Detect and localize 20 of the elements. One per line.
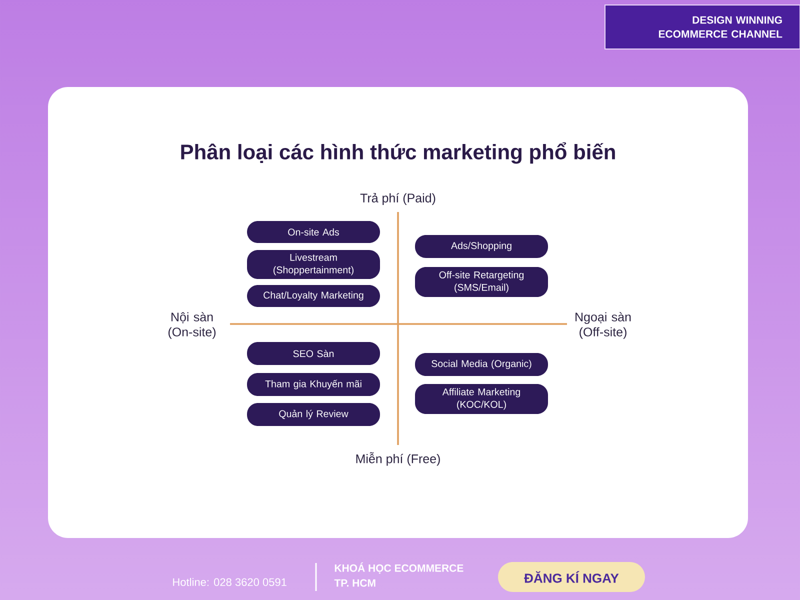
pill-box: Tham gia Khuyến mãi xyxy=(247,373,380,396)
course-text: KHOÁ HỌC ECOMMERCE xyxy=(334,562,464,574)
axis-label: Trả phí (Paid) xyxy=(360,193,436,205)
axis-label: Ngoại sàn (Off-site) xyxy=(576,312,631,339)
pill-box: Chat/Loyalty Marketing xyxy=(247,285,380,307)
pill-box: On-site Ads xyxy=(247,221,380,243)
register-button: ĐĂNG KÍ NGAY xyxy=(498,562,645,592)
course-text: TP. HCM xyxy=(334,579,376,587)
pill-box: Livestream (Shoppertainment) xyxy=(247,250,380,279)
hotline-text: Hotline: 028 3620 0591 xyxy=(173,578,286,586)
banner: DESIGN WINNING ECOMMERCE CHANNEL xyxy=(604,4,800,50)
pill-box: SEO Sàn xyxy=(247,342,380,365)
pill-box: Social Media (Organic) xyxy=(415,353,548,376)
axis-label: Nội sàn (On-site) xyxy=(168,312,216,339)
pill-box: Ads/Shopping xyxy=(415,235,548,258)
pill-box: Quản lý Review xyxy=(247,403,380,426)
axis-label: Miễn phí (Free) xyxy=(356,452,440,466)
pill-box: Affiliate Marketing (KOC/KOL) xyxy=(415,384,548,414)
title: Phân loại các hình thức marketing phổ biến xyxy=(181,142,615,164)
pill-box: Off-site Retargeting (SMS/Email) xyxy=(415,267,548,297)
